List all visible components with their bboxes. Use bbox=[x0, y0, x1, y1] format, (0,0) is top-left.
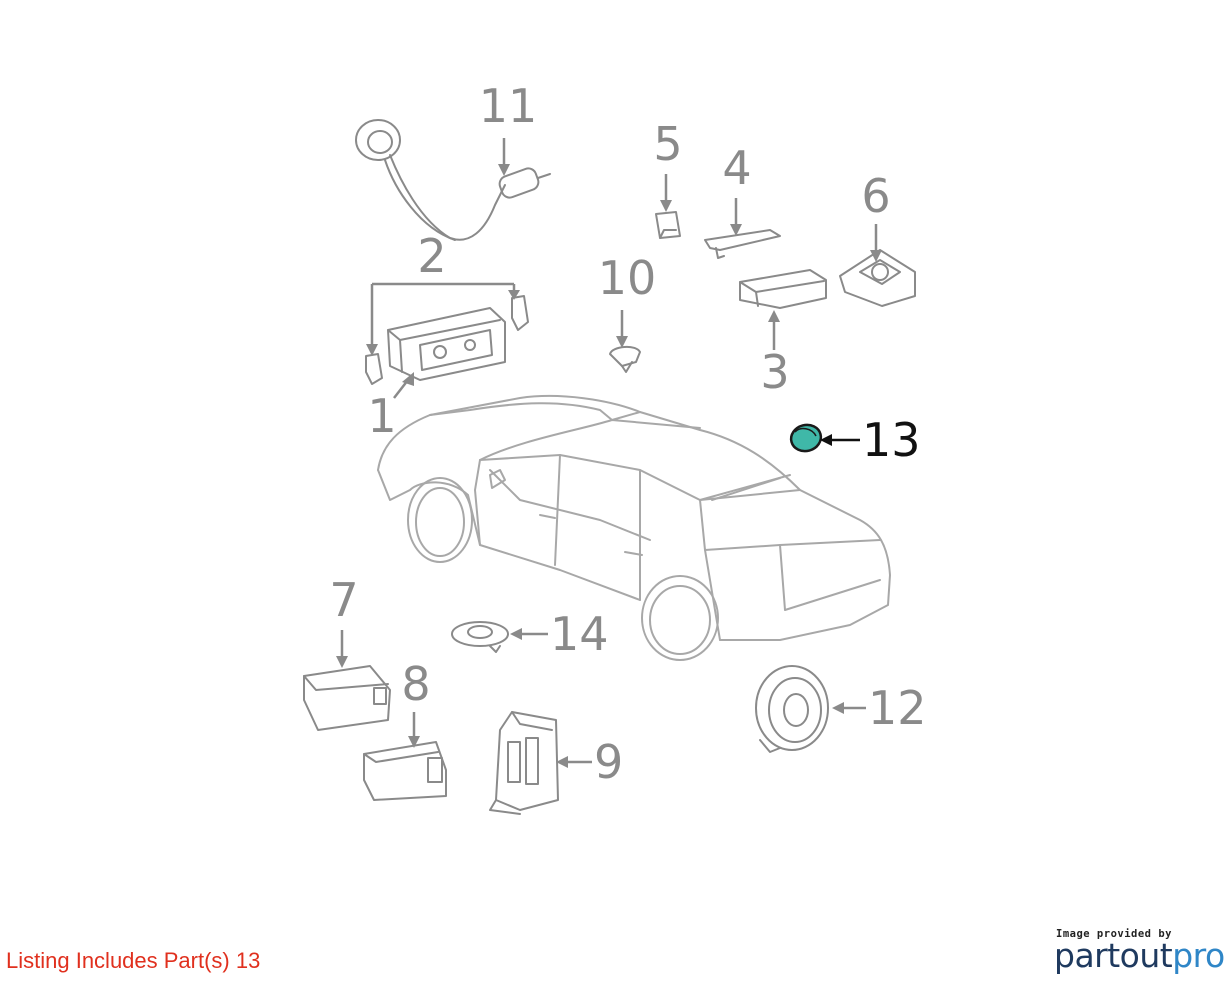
callout-6: 6 bbox=[861, 169, 890, 223]
callout-13: 13 bbox=[862, 413, 921, 467]
car-illustration bbox=[377, 394, 891, 661]
callout-8: 8 bbox=[401, 657, 430, 711]
callout-5: 5 bbox=[653, 117, 682, 171]
callout-1: 1 bbox=[367, 389, 396, 443]
part-5-bracket[interactable] bbox=[655, 211, 681, 239]
part-12-speaker[interactable] bbox=[755, 665, 829, 753]
callout-12: 12 bbox=[868, 681, 927, 735]
part-4-bracket[interactable] bbox=[704, 229, 781, 259]
part-10-tweeter[interactable] bbox=[609, 346, 641, 373]
part-1-radio[interactable] bbox=[387, 307, 506, 381]
part-9-module[interactable] bbox=[489, 711, 559, 815]
image-credit-caption: Image provided by bbox=[1056, 928, 1172, 940]
callout-3: 3 bbox=[760, 345, 789, 399]
logo-text-light: pro bbox=[1172, 936, 1224, 975]
leader-lines bbox=[336, 138, 882, 768]
part-7-module[interactable] bbox=[303, 665, 391, 731]
callout-10: 10 bbox=[598, 251, 657, 305]
callout-7: 7 bbox=[329, 573, 358, 627]
part-3-module[interactable] bbox=[739, 269, 827, 309]
part-11-antenna-cable[interactable] bbox=[355, 119, 551, 241]
logo-text-dark: partout bbox=[1054, 936, 1173, 975]
callout-14: 14 bbox=[550, 607, 609, 661]
partoutpro-logo[interactable]: partoutpro bbox=[1054, 936, 1224, 975]
callout-9: 9 bbox=[594, 735, 623, 789]
callout-11: 11 bbox=[479, 79, 538, 133]
callout-4: 4 bbox=[722, 141, 751, 195]
part-2-clips[interactable] bbox=[365, 295, 529, 385]
part-8-module[interactable] bbox=[363, 741, 447, 801]
callout-2: 2 bbox=[417, 229, 446, 283]
part-13-highlighted-speaker[interactable] bbox=[788, 422, 824, 455]
listing-note: Listing Includes Part(s) 13 bbox=[6, 948, 261, 973]
part-14-speaker[interactable] bbox=[451, 621, 509, 653]
